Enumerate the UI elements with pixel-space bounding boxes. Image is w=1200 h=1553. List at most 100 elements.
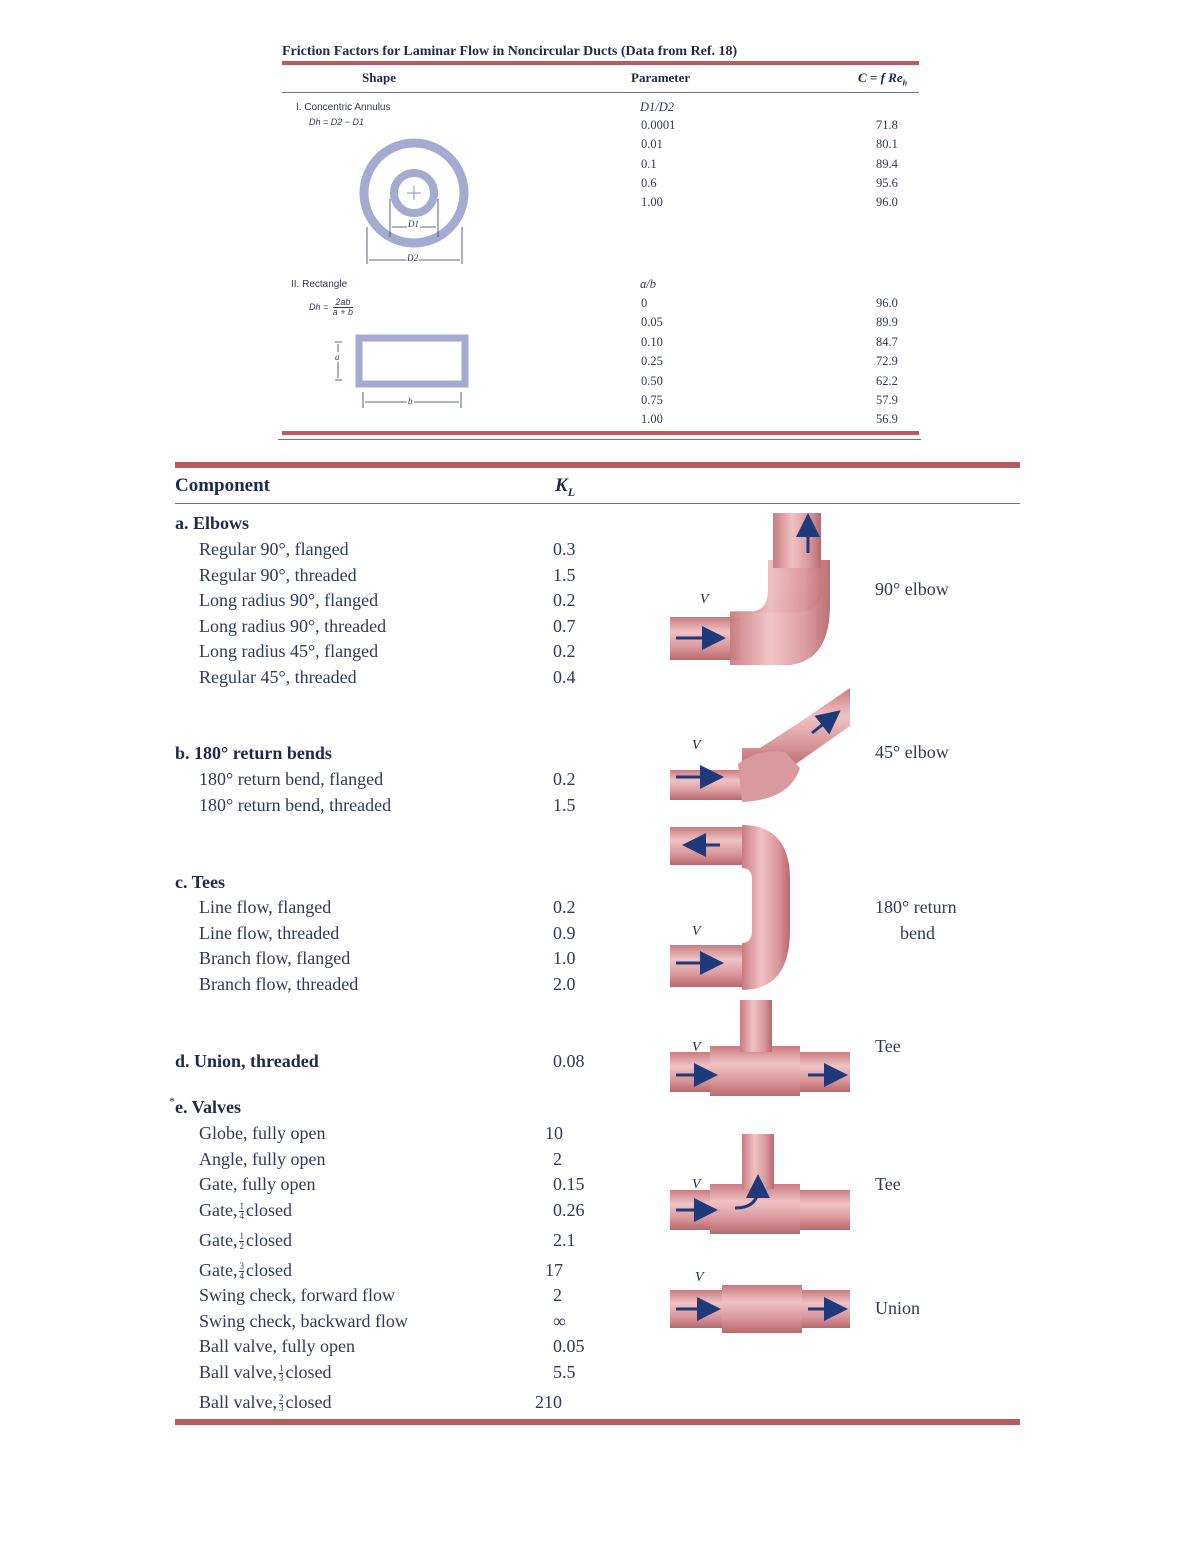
k-value: 0.9 [553, 922, 576, 943]
k-value: 0.7 [553, 615, 576, 636]
k-value: 2 [553, 1149, 562, 1169]
tee-branch-figure [670, 1134, 850, 1234]
tee-line-figure [670, 1000, 850, 1096]
component-label: Gate, fully open [199, 1174, 316, 1194]
rectangle-param-cell: 0.05 [641, 315, 663, 330]
caption-tee: Tee [875, 1036, 901, 1056]
component-label: Ball valve, fully open [199, 1336, 355, 1356]
component-label: 180° return bend, threaded [199, 794, 392, 815]
component-label: Long radius 90°, threaded [199, 615, 387, 636]
rectangle-c-cell: 57.9 [876, 393, 898, 407]
k-value: 17 [545, 1260, 563, 1280]
annulus-param-cell: 1.00 [641, 195, 663, 210]
component-label: Swing check, forward flow [199, 1285, 395, 1305]
component-label: Regular 45°, threaded [199, 666, 357, 687]
caption-return-bend: 180° return [875, 897, 957, 917]
velocity-label: V [692, 1040, 701, 1055]
return-bend-figure [670, 825, 790, 990]
d1-label: D1 [407, 219, 420, 229]
valves-marker: * [169, 1094, 175, 1108]
k-value: ∞ [553, 1311, 566, 1331]
top-rule [282, 61, 919, 65]
k-value: 0.15 [553, 1174, 585, 1194]
component-label: Long radius 45°, flanged [199, 641, 379, 661]
caption-return-bend-2: bend [900, 923, 935, 943]
component-label: Swing check, backward flow [199, 1311, 408, 1331]
section-elbows: a. Elbows [175, 513, 250, 533]
annulus-param-cell: 0.01 [641, 137, 663, 152]
annulus-param-cell: 0.1 [641, 156, 657, 171]
header-rule [282, 92, 919, 93]
bottom-header-rule [175, 503, 1020, 504]
table-title: Friction Factors for Laminar Flow in Non… [282, 44, 738, 59]
a-label: a [335, 352, 340, 362]
k-value: 1.5 [553, 794, 576, 815]
annulus-c-cell: 95.6 [876, 175, 898, 190]
annulus-c-cell: 80.1 [876, 137, 898, 152]
k-value: 5.5 [553, 1362, 576, 1382]
k-value: 0.3 [553, 539, 576, 559]
header-component: Component [175, 475, 271, 496]
component-label: Branch flow, threaded [199, 974, 359, 995]
component-label: Long radius 90°, flanged [199, 590, 379, 610]
rectangle-param-cell: 0.10 [641, 334, 663, 349]
section-union: d. Union, threaded [175, 1051, 319, 1071]
rectangle-c-cell: 84.7 [876, 334, 898, 349]
union-k: 0.08 [553, 1051, 585, 1071]
annulus-c-cell: 71.8 [876, 118, 898, 132]
k-value: 0.2 [553, 897, 576, 917]
component-label: Angle, fully open [199, 1149, 326, 1169]
annulus-param-cell: 0.6 [641, 175, 657, 190]
header-parameter: Parameter [631, 70, 691, 85]
header-kl: KL [555, 475, 576, 499]
component-label: Branch flow, flanged [199, 948, 351, 969]
annulus-diagram [359, 138, 469, 264]
component-label: Line flow, flanged [199, 897, 332, 917]
rectangle-c-cell: 96.0 [876, 296, 898, 310]
k-value: 1.5 [553, 564, 576, 585]
section-valves: e. Valves [175, 1097, 242, 1117]
rectangle-c-cell: 89.9 [876, 315, 898, 330]
rectangle-param-cell: 0.75 [641, 393, 663, 407]
top-table-bottom-thin [278, 439, 921, 440]
k-value: 2.1 [553, 1230, 576, 1250]
velocity-label: V [692, 1177, 701, 1192]
rectangle-param-cell: 0.50 [641, 373, 663, 388]
bottom-rule [175, 1419, 1020, 1425]
b-label: b [407, 396, 414, 406]
rectangle-label: II. Rectangle [291, 279, 348, 290]
rectangle-param-cell: 0.25 [641, 354, 663, 369]
caption-90-elbow: 90° elbow [875, 579, 949, 599]
section-return-bends: b. 180° return bends [175, 743, 332, 763]
header-shape: Shape [362, 70, 396, 85]
d2-label: D2 [406, 253, 419, 263]
rectangle-param-cell: 1.00 [641, 412, 663, 427]
annulus-c-cell: 89.4 [876, 156, 898, 171]
elbow-90-figure [670, 513, 830, 665]
caption-tee-branch: Tee [875, 1174, 901, 1194]
component-label: Regular 90°, flanged [199, 539, 349, 559]
annulus-param-cell: 0.0001 [641, 118, 676, 132]
annulus-param-label: D1/D2 [640, 100, 675, 114]
velocity-label: V [695, 1270, 704, 1285]
k-value: 0.2 [553, 641, 576, 661]
k-value: 0.26 [553, 1200, 585, 1220]
component-label: 180° return bend, flanged [199, 769, 384, 789]
k-value: 0.2 [553, 590, 576, 610]
caption-union: Union [875, 1298, 920, 1318]
velocity-label: V [692, 924, 701, 939]
annulus-label: I. Concentric Annulus [296, 102, 391, 113]
annulus-formula: Dh = D2 − D1 [309, 117, 365, 127]
elbow-45-figure [670, 688, 850, 802]
annulus-c-cell: 96.0 [876, 195, 898, 210]
component-label: Line flow, threaded [199, 922, 340, 943]
rectangle-param-label: a/b [640, 277, 656, 291]
k-value: 0.4 [553, 666, 576, 687]
header-c: C = f Reh [858, 70, 908, 88]
